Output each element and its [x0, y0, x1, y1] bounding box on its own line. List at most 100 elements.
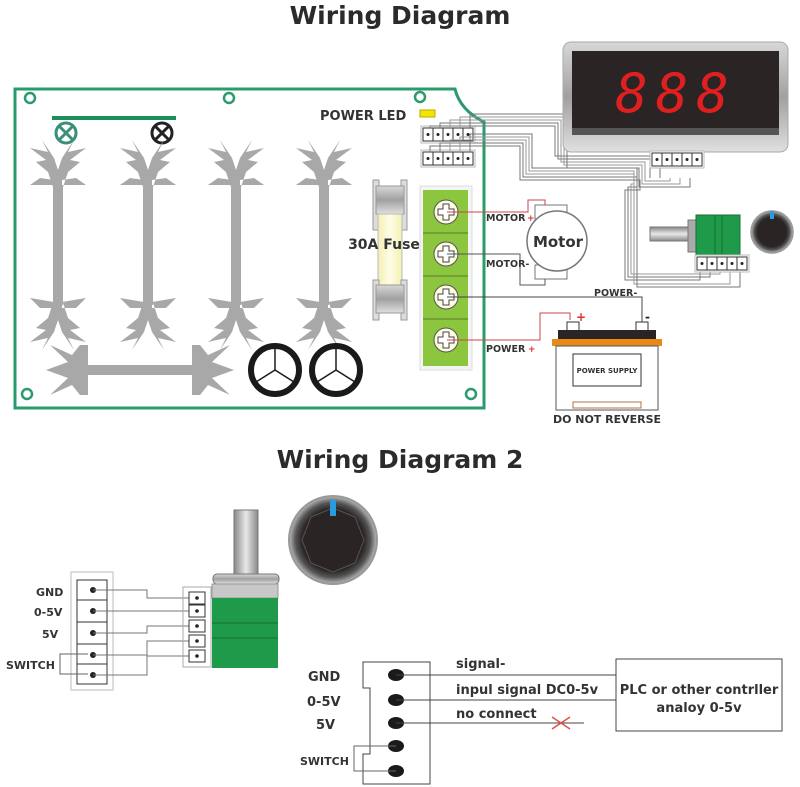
mounting-hole: [20, 387, 34, 401]
terminal-screw-icon: [433, 241, 459, 267]
power-plus-wire: [447, 312, 571, 341]
screw-cross: [437, 288, 455, 306]
header-pin: [436, 133, 440, 136]
pot-pin: [195, 609, 199, 613]
header-pin: [700, 262, 704, 265]
display-digits: 888: [615, 62, 737, 125]
terminal-screws: [423, 199, 468, 353]
knob-icon: [288, 495, 378, 585]
header-pin: [426, 133, 430, 136]
trace-column: [208, 140, 264, 350]
pot-pin-header: [694, 254, 750, 273]
header-pin: [466, 133, 470, 136]
potentiometer-icon: [211, 509, 280, 668]
header-pin: [665, 158, 669, 161]
power-plus-label: POWER: [486, 344, 526, 355]
mounting-hole: [464, 387, 478, 401]
diagram2-title: Wiring Diagram 2: [277, 445, 524, 474]
do-not-reverse-label: DO NOT REVERSE: [553, 413, 661, 426]
motor-minus-label: MOTOR-: [486, 259, 529, 270]
trace-burst-bottom: [30, 298, 86, 350]
battery-minus-sign: -: [645, 310, 650, 324]
header-pin: [675, 158, 679, 161]
motor-plus-wire: [447, 199, 546, 213]
motor-plus-sign: +: [527, 214, 535, 224]
left-connector: [76, 579, 108, 685]
header-pin: [456, 157, 460, 160]
capacitor-icon: [248, 343, 302, 397]
power-minus-wire: [447, 296, 643, 325]
pcb-bottom-trace: [46, 345, 234, 395]
plc-controller-box: [615, 658, 783, 732]
right-switch-bracket: [353, 745, 396, 772]
header-pin: [446, 133, 450, 136]
capacitor-icon: [309, 343, 363, 397]
battery-plus-sign: +: [576, 310, 586, 324]
trace-burst-top: [120, 140, 176, 190]
header-pin: [730, 262, 734, 265]
mounting-hole: [413, 90, 427, 104]
motor-icon: [526, 204, 588, 280]
power-minus-label: POWER-: [594, 288, 637, 299]
screw-cross: [437, 203, 455, 221]
screw-cross: [437, 331, 455, 349]
connector-to-pot-wires: [93, 589, 197, 676]
no-connect-x-icon: [551, 716, 571, 730]
controller-label-line1: PLC or other contrller: [620, 683, 779, 698]
right-label-gnd: GND: [308, 670, 341, 685]
power-led-icon: [419, 109, 436, 118]
trace-burst-top: [30, 140, 86, 190]
header-pin: [436, 157, 440, 160]
power-supply-icon: [552, 321, 662, 411]
right-label-5v: 5V: [316, 718, 335, 733]
controller-label-line2: analoy 0-5v: [656, 701, 742, 716]
trace-stem: [319, 185, 329, 305]
fuse-icon: [372, 179, 408, 321]
header-pin: [740, 262, 744, 265]
component-x-icon: [150, 121, 174, 145]
left-label-gnd: GND: [36, 586, 63, 599]
header-pin: [695, 158, 699, 161]
display-pin-header: [649, 150, 705, 169]
trace-stem: [53, 185, 63, 305]
header-pin: [426, 157, 430, 160]
pcb-board-outline: [13, 87, 486, 410]
trace-column: [296, 140, 352, 350]
header-to-pot-wires: [429, 133, 741, 288]
pin-header: [420, 125, 476, 144]
pot-pin: [195, 596, 199, 600]
left-switch-bracket: [59, 653, 88, 675]
trace-stem: [143, 185, 153, 305]
mounting-hole: [222, 91, 236, 105]
header-pin: [685, 158, 689, 161]
trace-burst-bottom: [296, 298, 352, 350]
header-pin: [720, 262, 724, 265]
pcb-traces: [30, 140, 352, 350]
motor-minus-wire: [447, 253, 546, 286]
input-signal-label: inpul signal DC0-5v: [456, 683, 599, 698]
power-led-label: POWER LED: [320, 109, 406, 124]
left-label-switch: SWITCH: [6, 659, 55, 672]
trace-column: [120, 140, 176, 350]
signal-minus-label: signal-: [456, 657, 505, 672]
trace-column: [30, 140, 86, 350]
motor-plus-label: MOTOR: [486, 213, 526, 224]
header-pin: [456, 133, 460, 136]
header-pin: [655, 158, 659, 161]
trace-stem: [231, 185, 241, 305]
trace-burst-bottom: [208, 298, 264, 350]
mounting-hole: [23, 91, 37, 105]
trace-burst-top: [296, 140, 352, 190]
fuse-label: 30A Fuse: [348, 237, 420, 253]
trace-burst-top: [208, 140, 264, 190]
pot-pin: [195, 654, 199, 658]
right-label-0-5v: 0-5V: [307, 695, 341, 710]
knob-icon: [750, 210, 794, 254]
trace-burst-bottom: [120, 298, 176, 350]
header-pin: [710, 262, 714, 265]
motor-label: Motor: [533, 233, 584, 251]
no-connect-label: no connect: [456, 707, 537, 722]
header-pin: [446, 157, 450, 160]
left-label-5v: 5V: [42, 628, 59, 641]
